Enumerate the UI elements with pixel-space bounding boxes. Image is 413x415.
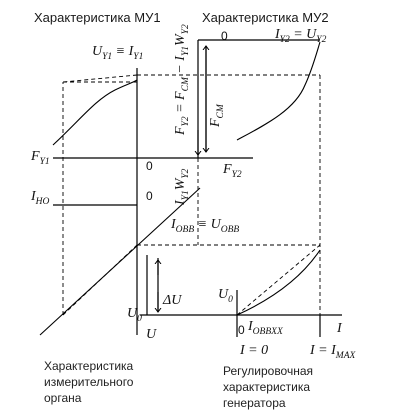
i-eq-imax-label: I = IMAX bbox=[309, 343, 356, 361]
generator-regulating-curve bbox=[236, 249, 321, 316]
delta-u-label: ΔU bbox=[162, 293, 182, 308]
measuring-organ-characteristic-line bbox=[39, 187, 201, 336]
zero-mu2: 0 bbox=[221, 29, 228, 43]
iho-label: IHO bbox=[30, 189, 50, 207]
caption-right-line-3: генератора bbox=[223, 396, 286, 410]
fy1-label: FY1 bbox=[30, 149, 50, 167]
u-axis-label: U bbox=[146, 327, 157, 342]
zero-generator: 0 bbox=[238, 323, 245, 337]
mu1-characteristic-curve bbox=[52, 79, 138, 146]
zero-mu1: 0 bbox=[146, 159, 153, 173]
title-mu1: Характеристика МУ1 bbox=[34, 10, 161, 25]
iy1-wy2-label: IY1WY2 bbox=[173, 168, 191, 206]
caption-left-line-2: измерительного bbox=[44, 375, 134, 389]
zero-iho: 0 bbox=[146, 189, 153, 203]
u0-left-label: U0 bbox=[127, 306, 142, 324]
dash-diagonal-top bbox=[62, 74, 138, 83]
fy2-formula-label: FY2 = FCM − IY1WY2 bbox=[173, 24, 191, 136]
caption-left-line-3: органа bbox=[44, 391, 82, 405]
mu2-characteristic-curve bbox=[236, 41, 321, 141]
uy1-equiv-iy1-label: UY1 ≡ IY1 bbox=[92, 44, 143, 62]
iobb-equiv-uobb-label: IOBB ≡ UOBB bbox=[170, 217, 239, 235]
iy2-eq-uy2-label: IY2 = UY2 bbox=[274, 27, 327, 45]
fcm-label: FCM bbox=[208, 103, 226, 128]
caption-right-line-2: характеристика bbox=[223, 380, 310, 394]
iobbxx-label: IOBBXX bbox=[247, 319, 284, 337]
fy2-label: FY2 bbox=[222, 162, 242, 180]
i-eq-0-label: I = 0 bbox=[239, 343, 268, 358]
caption-right-line-1: Регулировочная bbox=[223, 364, 313, 378]
i-axis-label: I bbox=[336, 321, 343, 336]
caption-left-line-1: Характеристика bbox=[44, 359, 134, 373]
dash-diagonal-right bbox=[236, 244, 321, 316]
u0-right-label: U0 bbox=[218, 287, 233, 305]
title-mu2: Характеристика МУ2 bbox=[202, 10, 329, 25]
